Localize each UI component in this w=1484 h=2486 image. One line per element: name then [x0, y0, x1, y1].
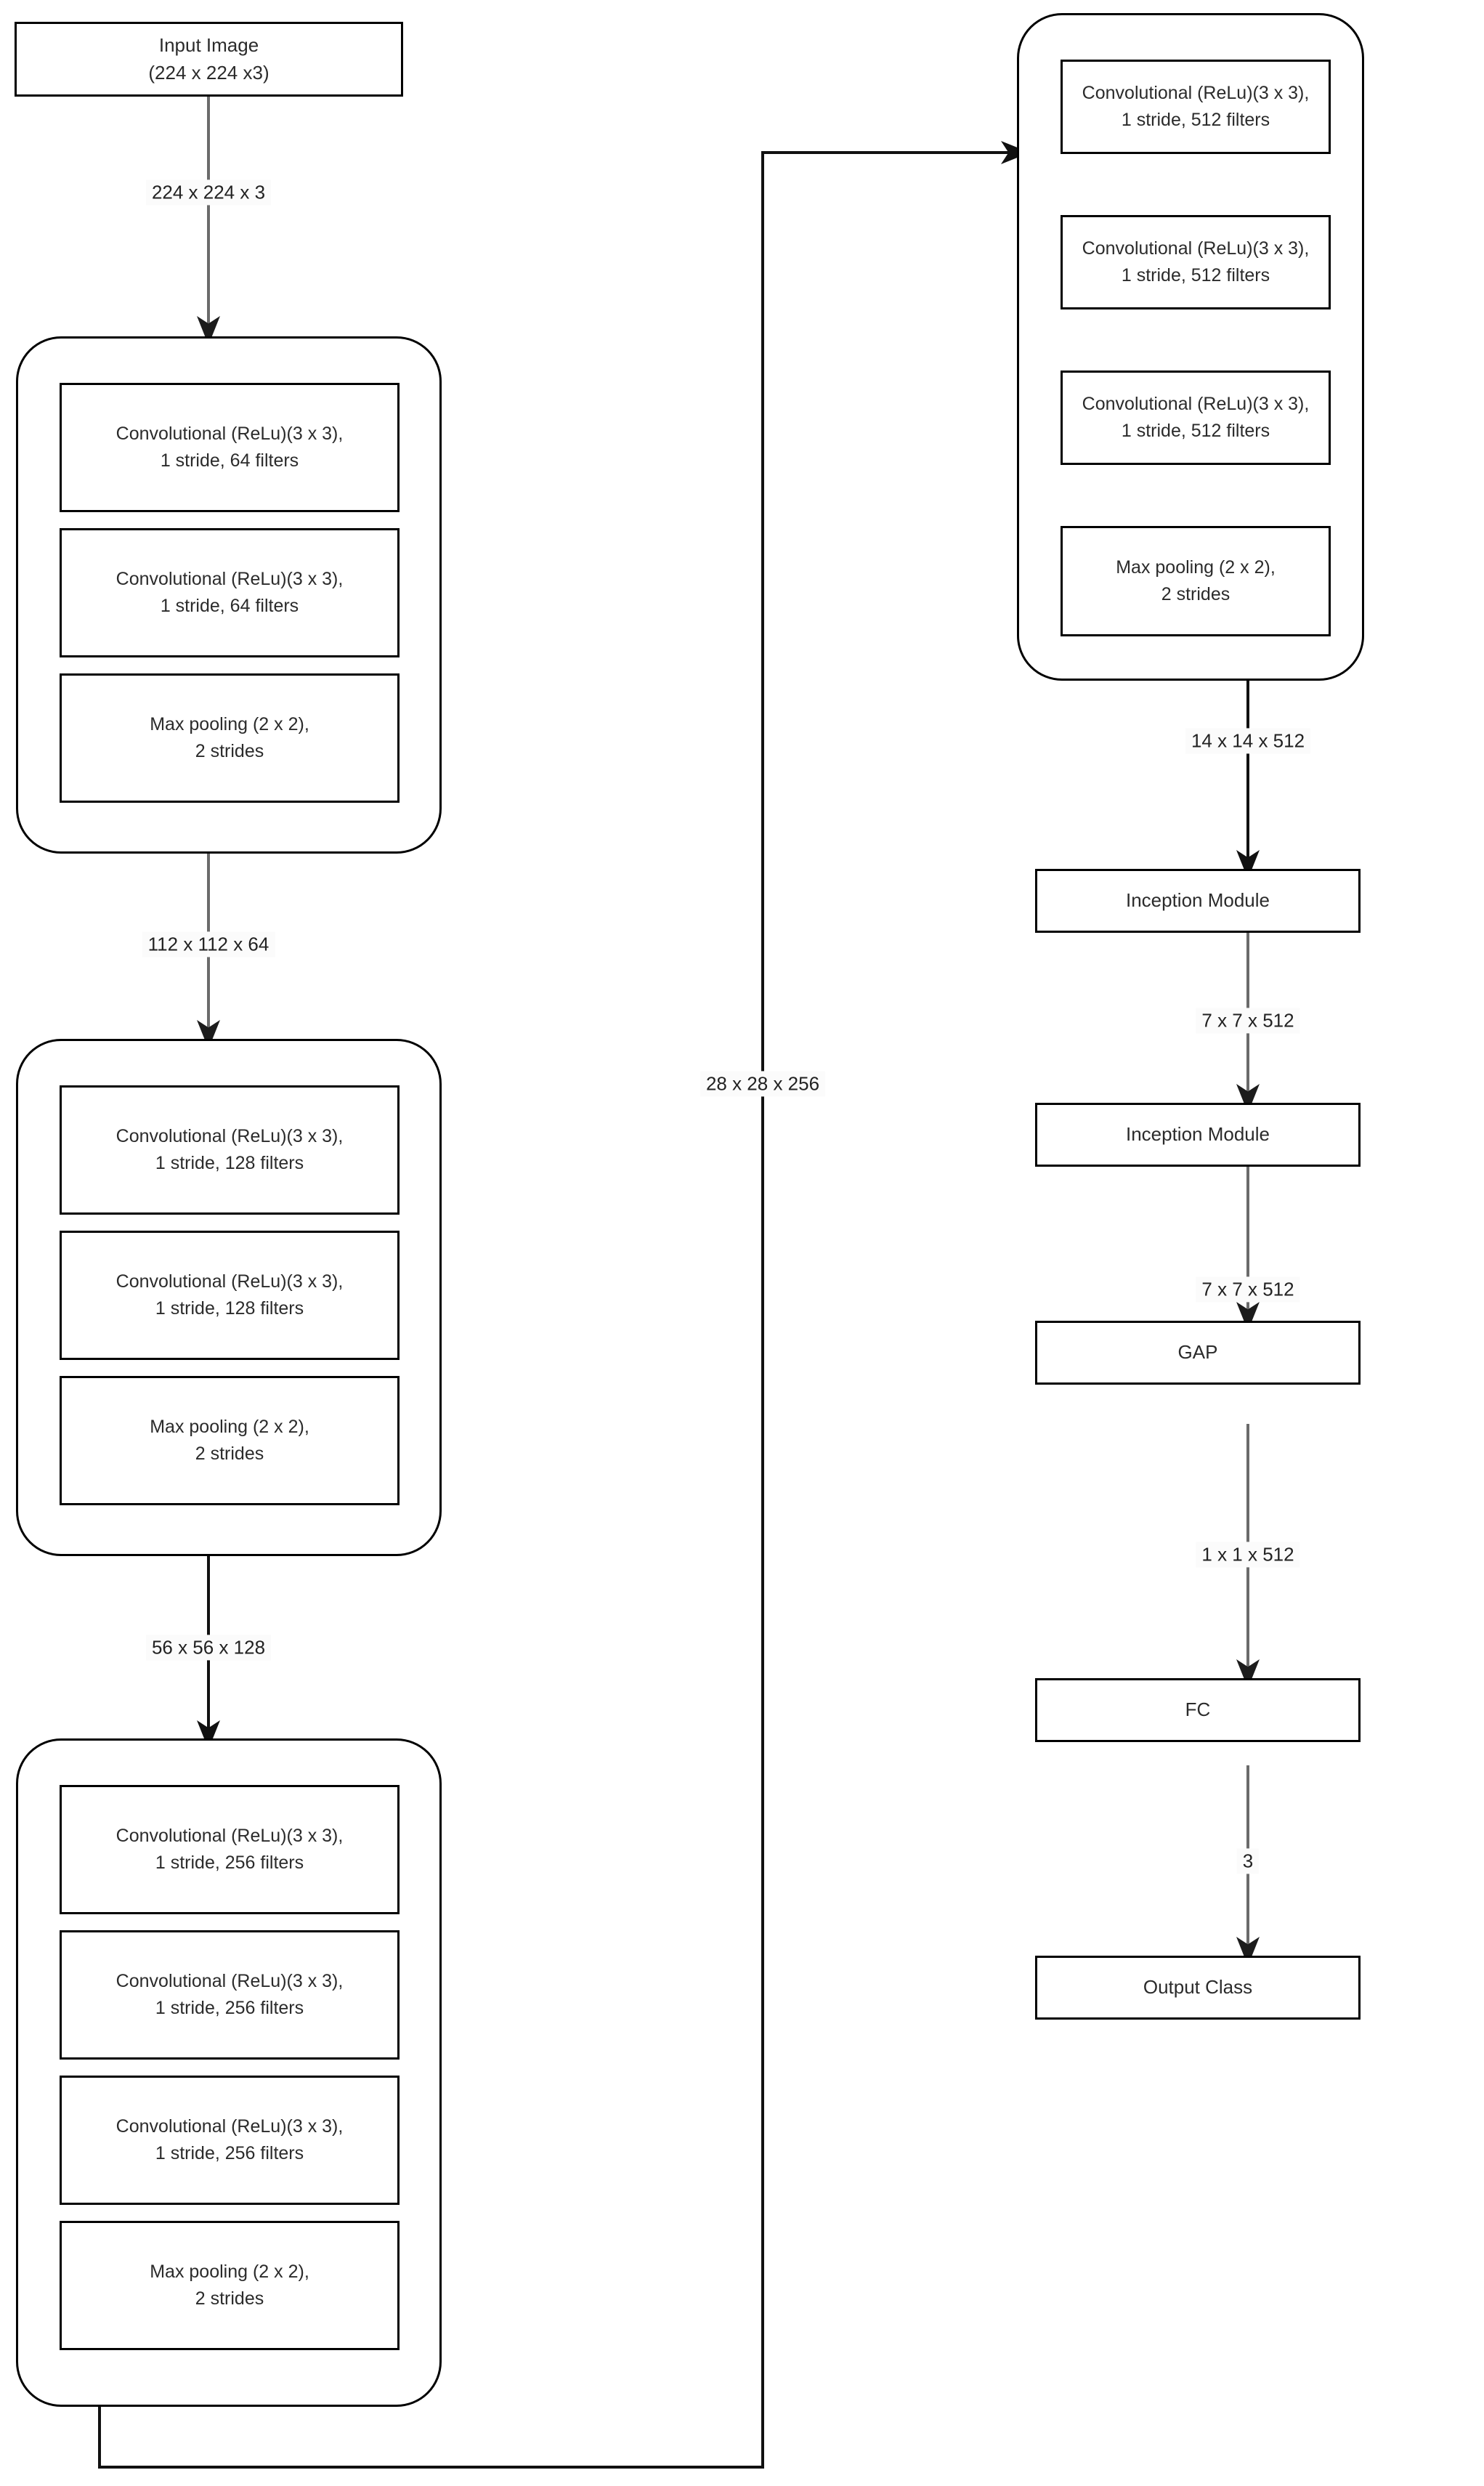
layer-label: Convolutional (ReLu)(3 x 3), 1 stride, 1…: [115, 1125, 344, 1174]
node-fc-label: FC: [1185, 1699, 1211, 1721]
layer-label: Max pooling (2 x 2), 2 strides: [1116, 556, 1276, 605]
layer-label: Convolutional (ReLu)(3 x 3), 1 stride, 2…: [115, 2115, 344, 2164]
layer-label: Convolutional (ReLu)(3 x 3), 1 stride, 1…: [115, 1271, 344, 1319]
edge-label-block128-to-block256: 56 x 56 x 128: [145, 1635, 272, 1661]
layer-conv-512-2[interactable]: Convolutional (ReLu)(3 x 3), 1 stride, 5…: [1061, 215, 1331, 309]
layer-label: Convolutional (ReLu)(3 x 3), 1 stride, 2…: [115, 1970, 344, 2019]
layer-conv-256-1[interactable]: Convolutional (ReLu)(3 x 3), 1 stride, 2…: [60, 1785, 400, 1914]
layer-label: Max pooling (2 x 2), 2 strides: [150, 713, 309, 762]
layer-maxpool-512[interactable]: Max pooling (2 x 2), 2 strides: [1061, 526, 1331, 636]
layer-conv-64-1[interactable]: Convolutional (ReLu)(3 x 3), 1 stride, 6…: [60, 383, 400, 512]
node-inception-module-2-label: Inception Module: [1125, 1123, 1270, 1146]
layer-conv-64-2[interactable]: Convolutional (ReLu)(3 x 3), 1 stride, 6…: [60, 528, 400, 657]
edge-label-fc-to-output: 3: [1236, 1848, 1260, 1874]
node-input-image[interactable]: Input Image (224 x 224 x3): [15, 22, 403, 97]
node-gap-label: GAP: [1177, 1341, 1218, 1364]
node-inception-module-1[interactable]: Inception Module: [1035, 869, 1361, 933]
layer-label: Max pooling (2 x 2), 2 strides: [150, 2261, 309, 2309]
layer-label: Convolutional (ReLu)(3 x 3), 1 stride, 5…: [1082, 238, 1310, 286]
edge-label-input-to-block64: 224 x 224 x 3: [145, 179, 272, 206]
layer-conv-256-3[interactable]: Convolutional (ReLu)(3 x 3), 1 stride, 2…: [60, 2076, 400, 2205]
edge-label-gap-to-fc: 1 x 1 x 512: [1196, 1542, 1300, 1568]
layer-maxpool-128[interactable]: Max pooling (2 x 2), 2 strides: [60, 1376, 400, 1505]
edge-label-block512-to-inception1: 14 x 14 x 512: [1185, 728, 1311, 754]
layer-conv-256-2[interactable]: Convolutional (ReLu)(3 x 3), 1 stride, 2…: [60, 1930, 400, 2060]
layer-label: Convolutional (ReLu)(3 x 3), 1 stride, 5…: [1082, 393, 1310, 442]
node-inception-module-1-label: Inception Module: [1125, 889, 1270, 912]
node-output-class[interactable]: Output Class: [1035, 1956, 1361, 2020]
edge-label-block64-to-block128: 112 x 112 x 64: [142, 931, 275, 957]
layer-conv-512-1[interactable]: Convolutional (ReLu)(3 x 3), 1 stride, 5…: [1061, 60, 1331, 154]
layer-label: Convolutional (ReLu)(3 x 3), 1 stride, 6…: [115, 423, 344, 471]
node-inception-module-2[interactable]: Inception Module: [1035, 1103, 1361, 1167]
layer-label: Convolutional (ReLu)(3 x 3), 1 stride, 6…: [115, 568, 344, 617]
layer-conv-128-1[interactable]: Convolutional (ReLu)(3 x 3), 1 stride, 1…: [60, 1085, 400, 1215]
node-gap[interactable]: GAP: [1035, 1321, 1361, 1385]
layer-maxpool-64[interactable]: Max pooling (2 x 2), 2 strides: [60, 673, 400, 803]
node-fc[interactable]: FC: [1035, 1678, 1361, 1742]
edge-label-block256-to-block512: 28 x 28 x 256: [700, 1071, 826, 1097]
layer-conv-512-3[interactable]: Convolutional (ReLu)(3 x 3), 1 stride, 5…: [1061, 371, 1331, 465]
layer-maxpool-256[interactable]: Max pooling (2 x 2), 2 strides: [60, 2221, 400, 2350]
edge-label-inception1-to-inception2: 7 x 7 x 512: [1196, 1008, 1300, 1034]
layer-label: Convolutional (ReLu)(3 x 3), 1 stride, 2…: [115, 1825, 344, 1874]
node-input-image-label: Input Image (224 x 224 x3): [148, 33, 269, 84]
layer-label: Max pooling (2 x 2), 2 strides: [150, 1416, 309, 1465]
edge-label-inception2-to-gap: 7 x 7 x 512: [1196, 1276, 1300, 1303]
layer-conv-128-2[interactable]: Convolutional (ReLu)(3 x 3), 1 stride, 1…: [60, 1231, 400, 1360]
node-output-class-label: Output Class: [1143, 1976, 1253, 1999]
layer-label: Convolutional (ReLu)(3 x 3), 1 stride, 5…: [1082, 82, 1310, 131]
